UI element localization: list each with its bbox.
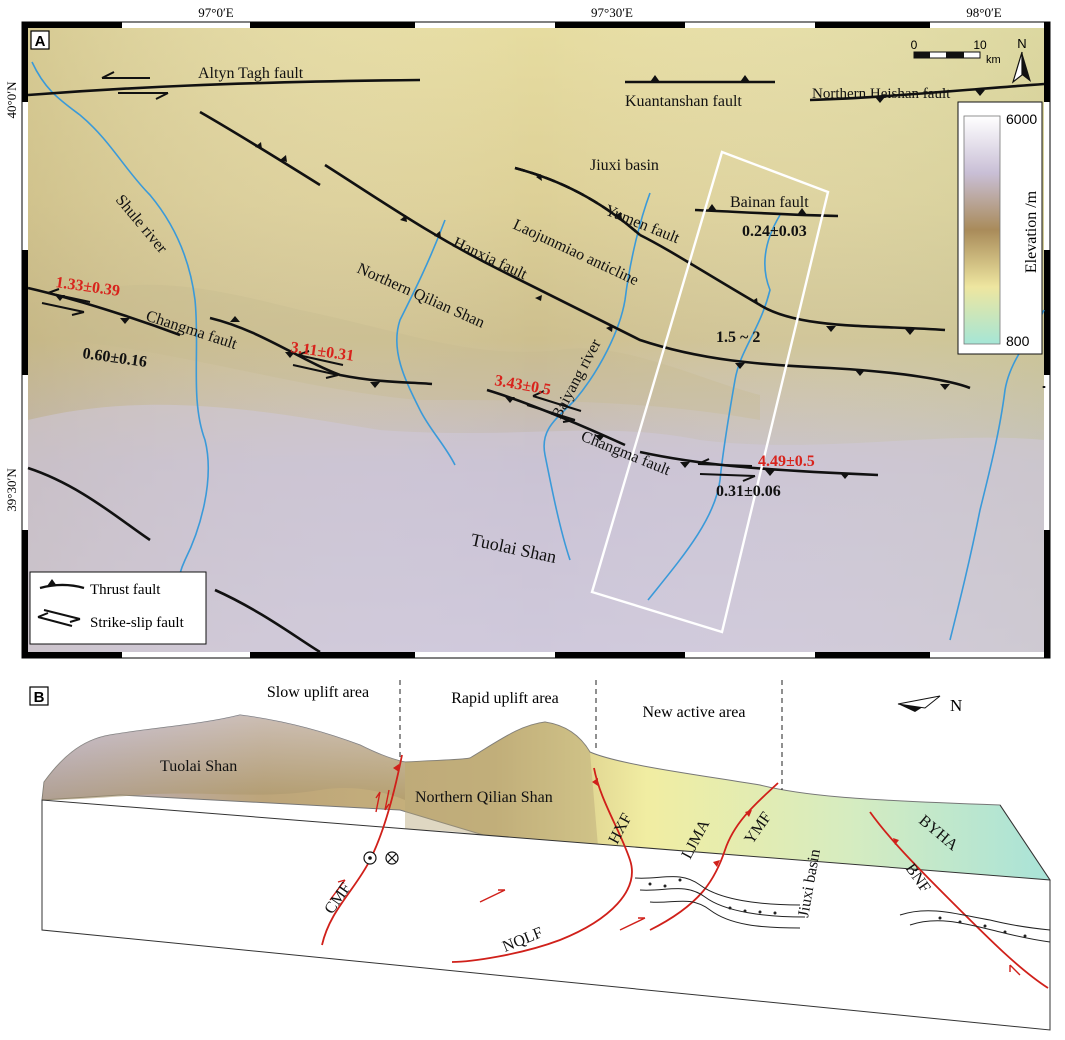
scale-bar: 0 10 km [911, 38, 1001, 66]
kuantanshan-fault-label: Kuantanshan fault [625, 93, 742, 110]
altyn-tagh-fault-line [27, 78, 421, 97]
river-line-4 [647, 214, 781, 601]
rate-label-8: 1.5 ~ 2 [716, 329, 760, 346]
new-active-label: New active area [642, 704, 745, 721]
fault-legend: Thrust fault Strike-slip fault [29, 571, 207, 645]
panel-a-label-box [30, 30, 50, 50]
river-line-5 [949, 309, 1045, 641]
panel-b: B Slow uplift area Rapid uplift area New… [29, 680, 1051, 1031]
panel-b-label-box [29, 686, 49, 706]
changma-fault-west-2 [209, 316, 433, 386]
slip-arrows [329, 789, 1021, 976]
elevation-max: 6000 [1006, 111, 1037, 127]
rate-label-5: 4.49±0.5 [758, 453, 815, 470]
north-label-b: N [950, 696, 962, 715]
section-faults [321, 754, 1049, 989]
qilian-relief [405, 722, 600, 870]
changma-fault-west-1 [27, 286, 181, 337]
jiuxi-basin-label: Jiuxi basin [590, 157, 659, 174]
panel-b-label: B [34, 689, 45, 706]
rapid-uplift-label: Rapid uplift area [451, 690, 559, 707]
rate-label-6: 0.31±0.06 [716, 483, 781, 500]
lat-label-39-30: 39°30′N [4, 468, 19, 512]
legend-thrust-label: Thrust fault [90, 582, 161, 598]
southern-fault-1 [27, 466, 151, 542]
thrust-teeth [55, 75, 985, 479]
strike-slip-arrows [41, 71, 756, 482]
strata-layers [634, 876, 1051, 943]
scale-unit: km [986, 54, 1001, 66]
bainan-fault-label: Bainan fault [730, 194, 809, 211]
block-front-face [41, 799, 1051, 1031]
legend-strike-slip-label: Strike-slip fault [90, 615, 185, 631]
frame-ticks [22, 22, 1050, 658]
high-mountain-zone [28, 404, 1044, 652]
altyn-tagh-fault-label: Altyn Tagh fault [198, 65, 304, 82]
elevation-title: Elevation /m [1023, 190, 1040, 273]
bnf-trace [869, 811, 1049, 989]
scale-zero: 0 [911, 38, 918, 52]
panel-a: 97°0′E 97°30′E 98°0′E 40°0′N 39°30′N A [4, 5, 1051, 659]
tuolai-section-label: Tuolai Shan [160, 758, 237, 775]
lat-label-40: 40°0′N [4, 81, 19, 119]
study-area-box [590, 150, 830, 634]
yumen-concealed-segment [514, 166, 641, 236]
shule-river-line [31, 61, 210, 596]
nqs-section-label: Northern Qilian Shan [415, 789, 553, 806]
north-label-a: N [1017, 36, 1026, 51]
baiyang-river-line [543, 192, 651, 561]
ymf-trace [649, 782, 779, 931]
block-right-edge [999, 804, 1051, 881]
motion-symbols [363, 851, 399, 865]
elevation-ramp [963, 115, 1001, 345]
section-fault-teeth [393, 764, 899, 867]
strata-dots [648, 878, 1027, 938]
rate-label-7: 0.24±0.03 [742, 223, 807, 240]
area-dividers [399, 680, 783, 790]
north-arrow-b: N [897, 695, 962, 715]
lon-label-98: 98°0′E [966, 5, 1002, 20]
panel-a-label: A [35, 33, 46, 50]
tuolai-relief [42, 715, 405, 800]
rivers [31, 61, 1045, 641]
hxf-nqlf-trace [451, 767, 633, 963]
slow-uplift-label: Slow uplift area [267, 684, 369, 701]
southern-fault-2 [214, 588, 321, 654]
heishan-fault-label: Northern Heishan fault [812, 86, 951, 102]
lon-label-97: 97°0′E [198, 5, 234, 20]
elevation-min: 800 [1006, 333, 1030, 349]
elevation-legend: 6000 800 Elevation /m [957, 101, 1043, 355]
river-line-2 [396, 219, 456, 466]
changma-fault-east [639, 450, 879, 477]
north-arrow-a: N [1011, 36, 1031, 84]
heishan-fault-line [809, 82, 1045, 102]
scale-ten: 10 [973, 38, 987, 52]
hanxia-fault-line [324, 163, 971, 390]
lon-label-97-30: 97°30′E [591, 5, 633, 20]
